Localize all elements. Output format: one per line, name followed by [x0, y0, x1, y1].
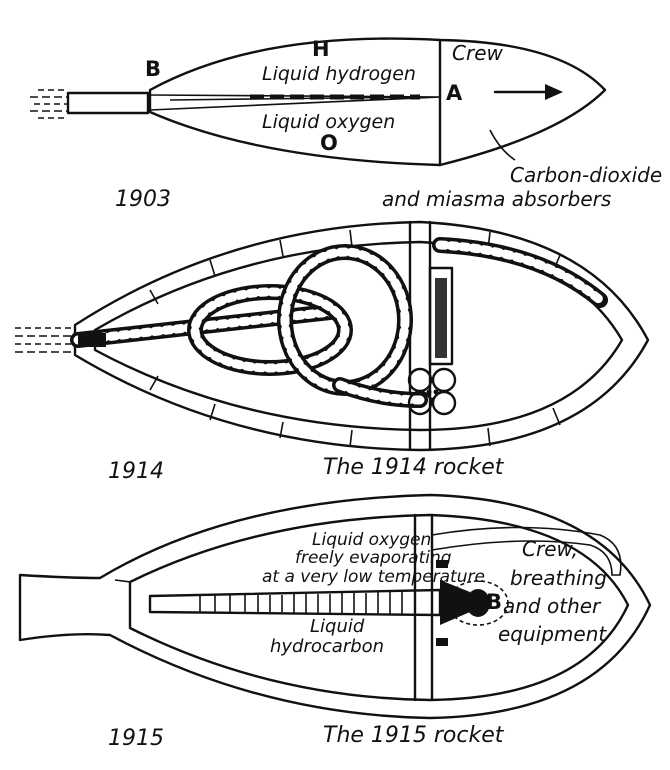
label-crew-1903: Crew	[452, 41, 503, 65]
nozzle-tube-1915	[148, 588, 442, 617]
label-absorbers-1: Carbon-dioxide	[510, 163, 662, 187]
crew-cabin-1914	[428, 266, 454, 366]
label-crew-4: equipment	[498, 622, 607, 646]
caption-1915: The 1915 rocket	[323, 723, 505, 748]
year-1903: 1903	[115, 187, 171, 212]
direction-arrow-1903	[493, 84, 563, 100]
exhaust-1903	[30, 89, 68, 119]
year-1915: 1915	[108, 726, 164, 751]
label-oxygen-1: Liquid oxygen	[312, 530, 431, 550]
label-A-1903: A	[446, 81, 463, 105]
label-B-1915: B	[486, 590, 502, 614]
exhaust-1914	[15, 327, 75, 353]
label-crew-1: Crew,	[522, 537, 578, 561]
label-hydrocarbon-2: hydrocarbon	[270, 636, 384, 657]
hull-1903	[148, 37, 607, 167]
combustion-chamber-1915	[436, 560, 509, 646]
rocket-1914: 1914 The 1914 rocket	[15, 220, 650, 484]
label-O-1903: O	[320, 131, 338, 155]
equipment-1914	[407, 367, 457, 416]
year-1914: 1914	[108, 459, 164, 484]
label-B-1903: B	[145, 57, 161, 81]
crew-figure-icon	[435, 278, 447, 358]
hull-inner-1914	[93, 240, 624, 432]
rocket-1915: B Liquid oxygen freely evaporating at a …	[18, 493, 652, 751]
label-liquid-oxygen: Liquid oxygen	[262, 111, 395, 133]
nozzle-ribs-1915	[199, 592, 403, 614]
hull-inner-1915	[128, 513, 630, 702]
label-oxygen-2: freely evaporating	[295, 548, 452, 568]
label-crew-2: breathing	[510, 566, 607, 590]
label-H-1903: H	[312, 37, 330, 61]
hull-segments-1914	[149, 229, 561, 448]
upper-conduit-1914	[432, 237, 608, 308]
hull-outer-1915	[18, 493, 652, 720]
label-hydrocarbon-1: Liquid	[310, 616, 365, 637]
nozzle-1903	[66, 91, 150, 115]
label-liquid-hydrogen: Liquid hydrogen	[262, 63, 416, 85]
absorber-leader	[489, 129, 516, 161]
caption-1914: The 1914 rocket	[323, 455, 505, 480]
label-absorbers-2: and miasma absorbers	[382, 187, 611, 211]
label-oxygen-3: at a very low temperature	[262, 567, 485, 587]
label-crew-3: and other	[503, 594, 602, 618]
rocket-1903: B H A O Liquid hydrogen Liquid oxygen Cr…	[30, 37, 662, 212]
hull-outer-1914	[73, 220, 650, 452]
cabin-conduit-1915	[431, 526, 622, 576]
